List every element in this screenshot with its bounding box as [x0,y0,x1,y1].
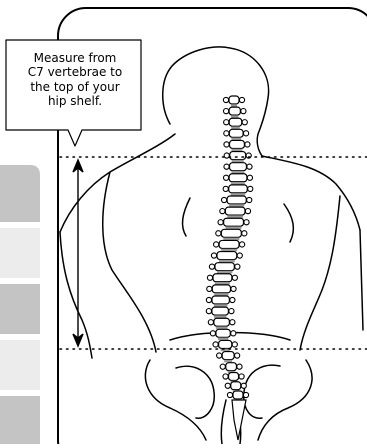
side-tab-2 [0,228,40,278]
side-tab-1 [0,165,40,222]
side-tabs [0,165,40,444]
side-tab-3 [0,284,40,334]
callout-line-1: Measure from [11,51,139,65]
side-tab-4 [0,340,40,390]
side-tab-5 [0,396,40,444]
callout-line-2: C7 vertebrae to [11,65,139,79]
callout-text: Measure from C7 vertebrae to the top of … [11,51,139,109]
callout-line-3: the top of your [11,80,139,94]
callout-line-4: hip shelf. [11,94,139,108]
